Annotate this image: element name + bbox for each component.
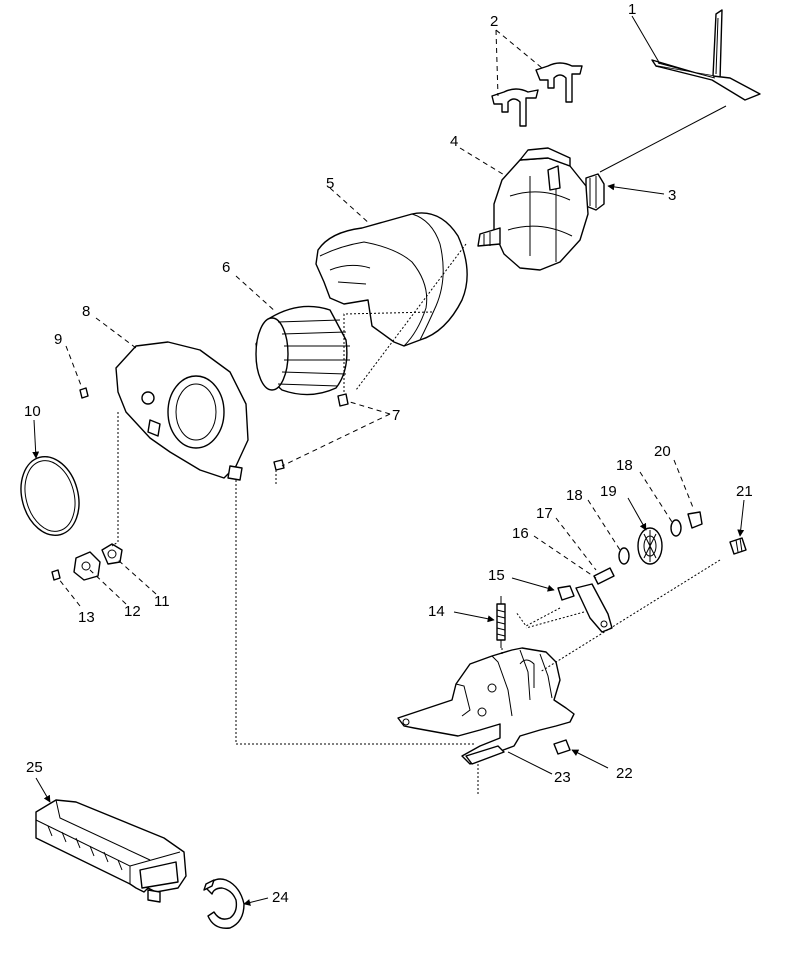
cover-screw xyxy=(79,387,89,399)
callout-15: 15 xyxy=(488,567,505,584)
idler-shaft xyxy=(593,567,615,585)
alignment-lines xyxy=(111,243,721,796)
callout-8: 8 xyxy=(82,303,90,320)
callout-9: 9 xyxy=(54,331,62,348)
retaining-clip xyxy=(687,511,703,529)
bolt xyxy=(729,537,747,555)
motor-pulley xyxy=(585,173,605,211)
callout-10: 10 xyxy=(24,403,41,420)
callout-14: 14 xyxy=(428,603,445,620)
idler-arm xyxy=(575,583,613,633)
blower-housing xyxy=(315,212,468,347)
callout-17: 17 xyxy=(536,505,553,522)
blower-cover-plate xyxy=(115,341,249,481)
callout-1: 1 xyxy=(628,1,636,18)
callout-19: 19 xyxy=(600,483,617,500)
drive-motor xyxy=(477,147,589,271)
callout-7: 7 xyxy=(392,407,400,424)
callout-12: 12 xyxy=(124,603,141,620)
callout-13: 13 xyxy=(78,609,95,626)
motor-mount-bracket xyxy=(397,647,575,765)
callout-21: 21 xyxy=(736,483,753,500)
screws xyxy=(273,393,349,471)
washers xyxy=(618,519,682,565)
callout-25: 25 xyxy=(26,759,43,776)
callout-20: 20 xyxy=(654,443,671,460)
callout-24: 24 xyxy=(272,889,289,906)
callout-4: 4 xyxy=(450,133,458,150)
leader-lines xyxy=(32,15,745,906)
drive-belt xyxy=(651,9,761,101)
seal-ring xyxy=(20,455,80,537)
callout-23: 23 xyxy=(554,769,571,786)
callout-3: 3 xyxy=(668,187,676,204)
idler-spacer xyxy=(557,585,575,601)
callout-labels: 1 2 3 4 5 6 7 8 9 10 11 12 13 14 15 16 1… xyxy=(24,1,753,906)
callout-22: 22 xyxy=(616,765,633,782)
motor-clips xyxy=(491,62,583,127)
heater-housing xyxy=(35,799,187,903)
blower-wheel xyxy=(255,305,350,396)
callout-2: 2 xyxy=(490,13,498,30)
callout-18b: 18 xyxy=(616,457,633,474)
nut xyxy=(553,739,571,755)
callout-16: 16 xyxy=(512,525,529,542)
callout-5: 5 xyxy=(326,175,334,192)
idler-pulley xyxy=(637,527,663,565)
thermostat-assembly xyxy=(51,543,123,581)
hose-clamp xyxy=(203,878,245,929)
callout-11: 11 xyxy=(154,593,170,610)
callout-6: 6 xyxy=(222,259,230,276)
callout-18a: 18 xyxy=(566,487,583,504)
idler-spring xyxy=(496,596,506,648)
